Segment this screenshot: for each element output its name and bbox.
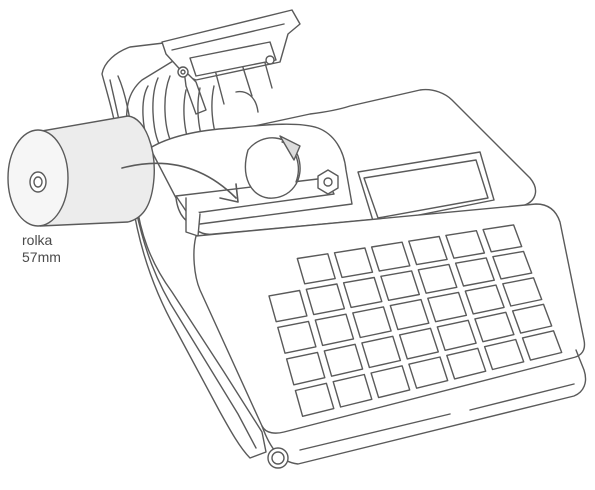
roll-core-outer — [30, 172, 46, 192]
keypad-key — [297, 254, 335, 284]
roll-size-label: 57mm — [22, 249, 61, 265]
printer-lid — [162, 10, 300, 114]
keypad-key — [278, 321, 316, 353]
keypad-key — [335, 248, 373, 277]
keypad-key — [344, 278, 382, 308]
keypad-key — [353, 307, 391, 338]
keypad-key — [390, 300, 429, 330]
roll-label: rolka — [22, 232, 52, 248]
keypad-key — [381, 271, 419, 300]
paper-roll — [8, 116, 154, 226]
keypad-key — [372, 242, 410, 271]
keypad-key — [409, 237, 447, 265]
side-hinge — [268, 448, 288, 468]
keypad-key — [418, 264, 457, 293]
keypad-key — [306, 284, 344, 315]
keypad-key — [315, 314, 353, 345]
keypad-key — [269, 291, 307, 322]
